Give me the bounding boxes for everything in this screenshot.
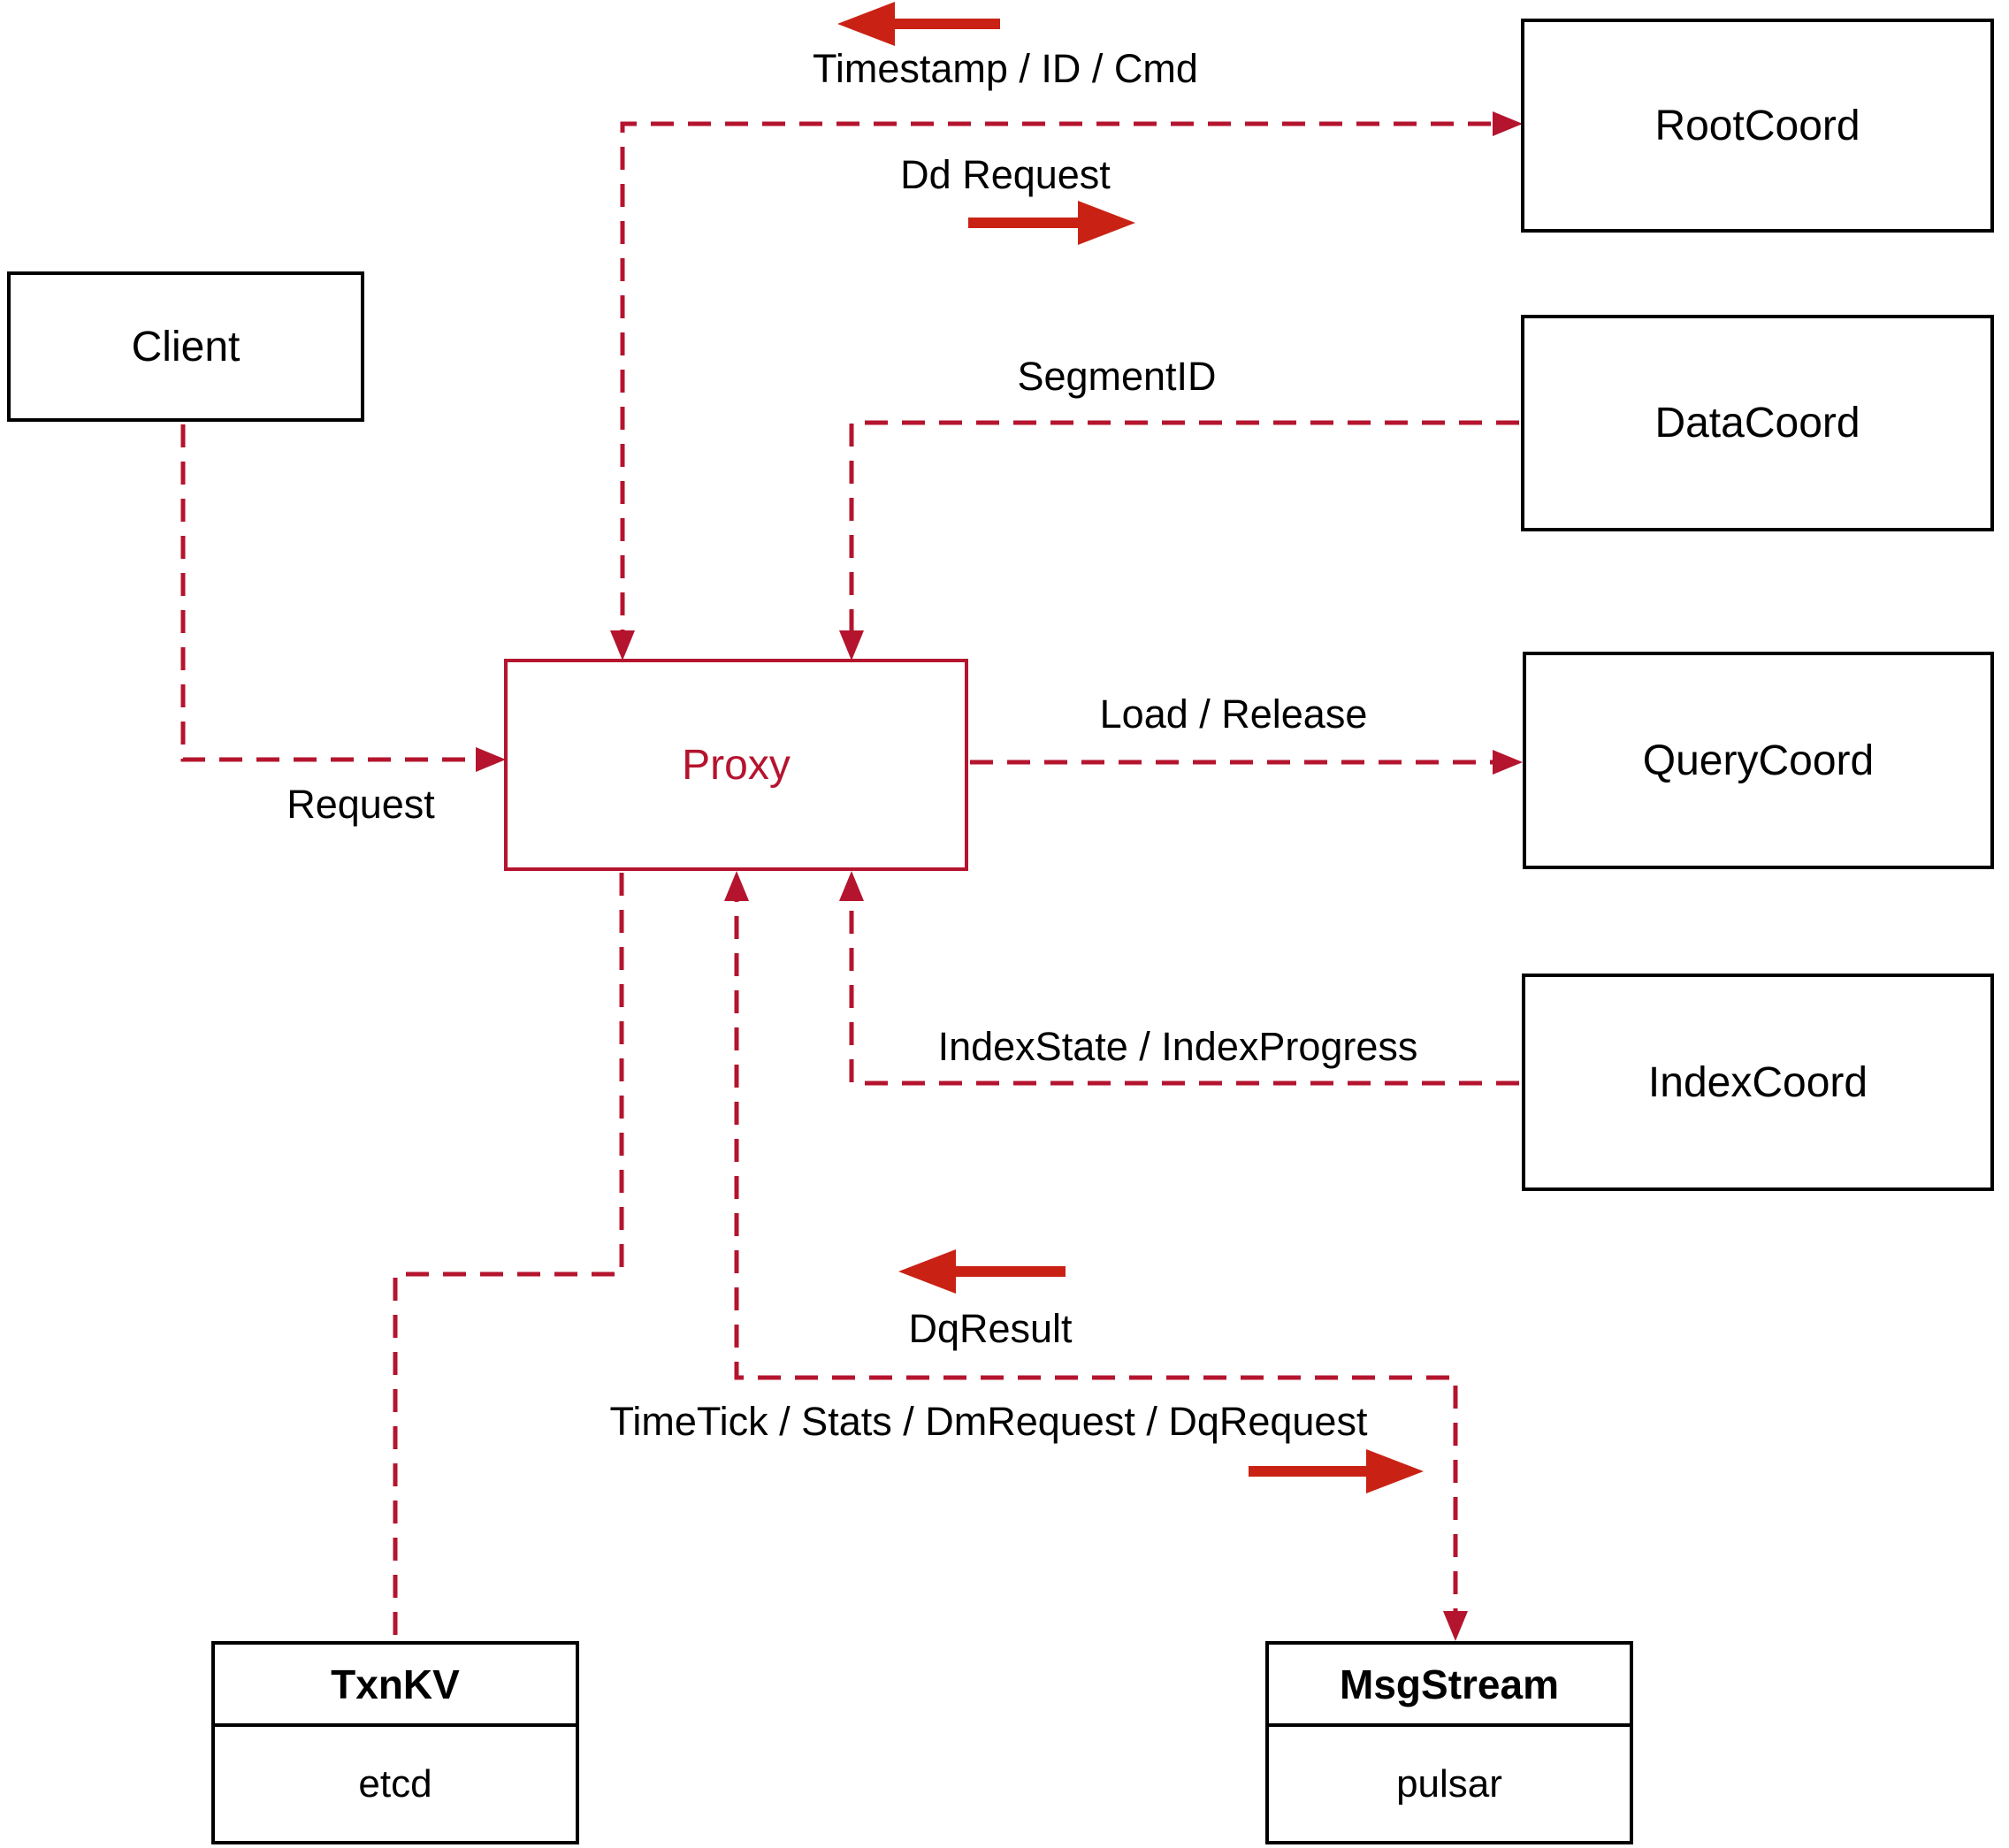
- node-proxy: Proxy: [504, 659, 968, 871]
- edge-label-dq-result: DqResult: [908, 1306, 1073, 1351]
- connector-client-proxy: [180, 424, 495, 762]
- node-rootcoord: RootCoord: [1521, 19, 1994, 233]
- arrow-right-icon: [968, 201, 1135, 245]
- edge-label-load-release: Load / Release: [1099, 691, 1368, 737]
- arrowhead-right-icon: [1493, 111, 1523, 136]
- node-querycoord-label: QueryCoord: [1642, 737, 1875, 784]
- node-txnkv: TxnKV etcd: [211, 1641, 579, 1844]
- node-rootcoord-label: RootCoord: [1654, 102, 1860, 149]
- edge-label-request: Request: [286, 782, 435, 827]
- edge-label-timestamp: Timestamp / ID / Cmd: [813, 46, 1198, 91]
- node-txnkv-subtitle: etcd: [358, 1761, 432, 1806]
- connector-datacoord-proxy: [849, 420, 1519, 653]
- node-indexcoord: IndexCoord: [1522, 974, 1994, 1191]
- node-querycoord: QueryCoord: [1523, 652, 1994, 869]
- arrow-right-icon: [1249, 1449, 1424, 1493]
- arrowhead-right-icon: [476, 747, 506, 772]
- node-datacoord-label: DataCoord: [1654, 400, 1860, 447]
- arrow-left-icon: [837, 2, 1000, 46]
- arrowhead-up-icon: [839, 871, 864, 901]
- node-txnkv-title: TxnKV: [215, 1645, 576, 1727]
- edge-label-index-state: IndexState / IndexProgress: [937, 1024, 1418, 1069]
- edge-label-segment-id: SegmentID: [1017, 354, 1217, 399]
- arrowhead-down-icon: [1443, 1611, 1468, 1641]
- edge-label-time-tick: TimeTick / Stats / DmRequest / DqRequest: [609, 1399, 1368, 1444]
- connector-proxy-txnkv: [393, 873, 624, 1639]
- arrow-left-icon: [898, 1249, 1066, 1294]
- edge-label-dd-request: Dd Request: [900, 152, 1111, 197]
- node-client-label: Client: [131, 323, 241, 370]
- arrowhead-right-icon: [1493, 750, 1523, 775]
- node-datacoord: DataCoord: [1521, 315, 1994, 531]
- arrowhead-down-icon: [610, 630, 635, 661]
- node-client: Client: [7, 271, 364, 422]
- arrowhead-up-icon: [724, 871, 749, 901]
- node-msgstream: MsgStream pulsar: [1265, 1641, 1633, 1844]
- node-indexcoord-label: IndexCoord: [1647, 1058, 1868, 1106]
- node-msgstream-title: MsgStream: [1269, 1645, 1630, 1727]
- arrowhead-down-icon: [839, 630, 864, 661]
- connector-proxy-rootcoord: [620, 121, 1512, 653]
- connector-proxy-msgstream: [734, 879, 1458, 1632]
- node-msgstream-subtitle: pulsar: [1396, 1761, 1502, 1806]
- node-proxy-label: Proxy: [682, 741, 791, 789]
